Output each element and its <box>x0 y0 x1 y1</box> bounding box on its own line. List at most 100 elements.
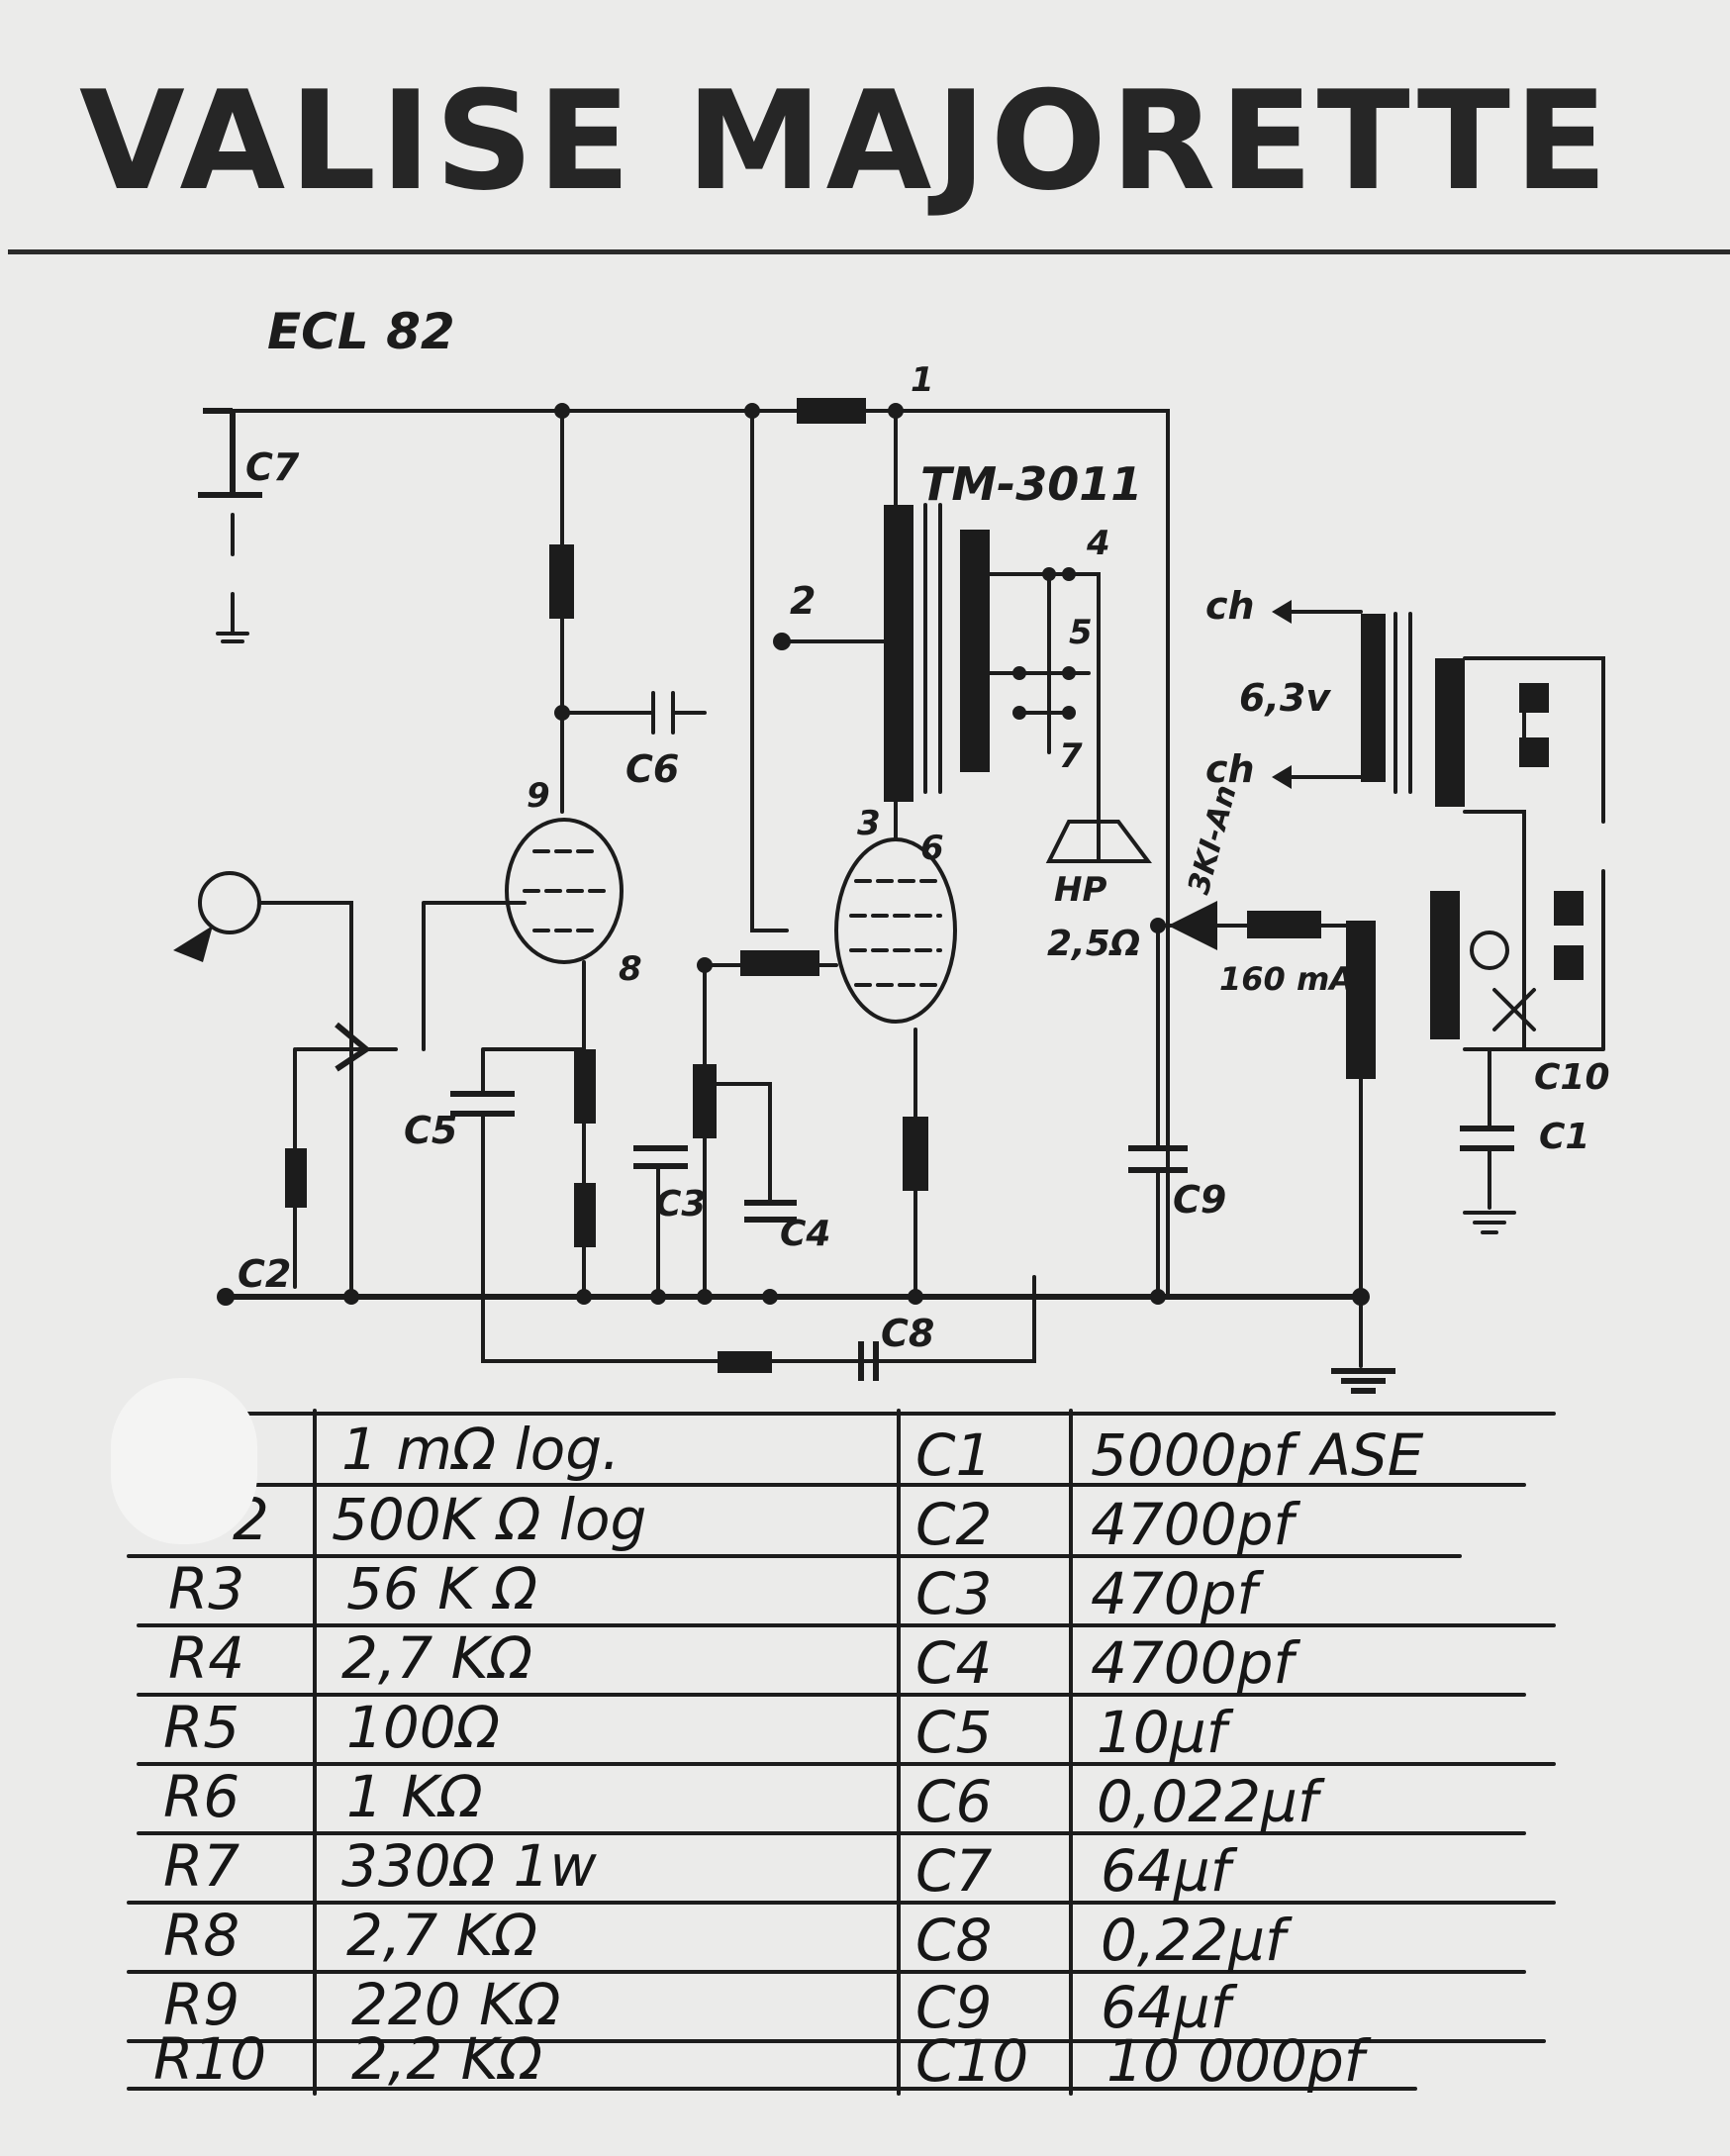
resistor-ref: R10 <box>153 2025 266 2093</box>
ground-icon-c1 <box>1463 1211 1516 1234</box>
capacitor-ref: C2 <box>915 1491 992 1558</box>
label-c2: C2 <box>238 1252 291 1296</box>
pin-3-label: 3 <box>857 804 881 843</box>
label-c6: C6 <box>625 747 679 791</box>
page-title: VALISE MAJORETTE <box>79 61 1612 221</box>
node <box>343 1289 359 1305</box>
mains-transformer-heater <box>1361 614 1386 782</box>
switch-block <box>1519 683 1549 713</box>
node <box>1042 567 1056 581</box>
wire-secondary <box>988 572 1101 863</box>
node <box>1150 1289 1166 1305</box>
pin-8-label: 8 <box>619 949 642 989</box>
triode-internals <box>523 849 606 932</box>
capacitor-c3 <box>633 1145 688 1169</box>
capacitor-ref: C1 <box>915 1421 992 1489</box>
label-c4: C4 <box>780 1214 830 1254</box>
mains-transformer-primary-2 <box>1430 891 1460 1039</box>
capacitor-value: 470pf <box>1091 1560 1265 1627</box>
resistor-r1 <box>285 1148 307 1208</box>
node <box>554 403 570 419</box>
c7-capacitor <box>198 408 262 498</box>
label-c9: C9 <box>1173 1178 1226 1222</box>
capacitor-c4 <box>744 1200 797 1223</box>
output-transformer-primary <box>884 505 913 802</box>
triode-tube <box>505 818 624 964</box>
ground-icon <box>1331 1368 1395 1394</box>
pin-2-label: 2 <box>790 579 816 623</box>
transformer-core <box>1394 612 1412 794</box>
capacitor-ref: C6 <box>915 1768 992 1835</box>
capacitor-ref: C5 <box>915 1699 992 1766</box>
mains-transformer-secondary <box>1346 921 1376 1079</box>
capacitor-ref: C4 <box>915 1629 992 1697</box>
speaker-icon <box>1045 820 1152 863</box>
heater-voltage-label: 6,3v <box>1239 676 1331 720</box>
capacitor-value: 0,022µf <box>1097 1768 1325 1835</box>
pin-9-label: 9 <box>527 776 550 816</box>
wire-c8 <box>874 1275 1036 1363</box>
resistor-r5 <box>574 1183 596 1247</box>
resistor-value: 2,2 KΩ <box>351 2025 542 2093</box>
label-c1: C10 <box>1534 1057 1610 1098</box>
node <box>908 1289 923 1305</box>
resistor-r8 <box>740 950 819 976</box>
node <box>1012 706 1026 720</box>
resistor-value: 1 KΩ <box>346 1763 483 1830</box>
resistor-ref: R3 <box>168 1555 244 1622</box>
wire-primary <box>780 409 898 643</box>
pin-6-label: 6 <box>920 829 944 868</box>
input-plug <box>173 926 213 962</box>
node <box>217 1288 235 1306</box>
wire-b-plus <box>231 409 1170 1299</box>
resistor-ref: R7 <box>163 1832 240 1900</box>
mains-switch <box>1463 656 1605 1051</box>
speaker-label: HP <box>1054 870 1106 910</box>
capacitor-c6 <box>560 691 707 735</box>
capacitor-value: 64µf <box>1101 1837 1238 1905</box>
resistor-value: 100Ω <box>346 1694 500 1761</box>
pin-1-label: 1 <box>911 360 934 400</box>
heater-arrow-top <box>1272 600 1292 624</box>
capacitor-c1 <box>1460 1126 1514 1151</box>
label-c1b: C1 <box>1539 1117 1589 1157</box>
capacitor-value: 10µf <box>1097 1699 1234 1766</box>
pin-7-label: 7 <box>1059 736 1083 776</box>
capacitor-ref: C7 <box>915 1837 992 1905</box>
capacitor-ref: C9 <box>915 1974 992 2041</box>
node <box>1352 1288 1370 1306</box>
resistor-ref: R9 <box>163 1971 240 2038</box>
node <box>1012 666 1026 680</box>
node <box>762 1289 778 1305</box>
pentode-internals <box>849 879 942 987</box>
capacitor-value: 64µf <box>1101 1974 1238 2041</box>
capacitor-value: 10 000pf <box>1106 2027 1372 2095</box>
transformer-label: TM-3011 <box>920 457 1142 511</box>
pin-4-label: 4 <box>1086 524 1110 563</box>
resistor-value: 1 mΩ log. <box>341 1416 620 1483</box>
heater-arrow-bottom <box>1272 765 1292 789</box>
tube-label: ECL 82 <box>267 303 455 360</box>
label-c3: C3 <box>655 1184 706 1225</box>
title-rule <box>8 249 1730 254</box>
resistor-r4 <box>574 1049 596 1124</box>
wire-c5 <box>481 1047 1036 1363</box>
wire-input <box>257 901 398 1299</box>
switch-block <box>1519 737 1549 767</box>
resistor-r10 <box>797 398 866 424</box>
node <box>697 1289 713 1305</box>
pin-2-terminal <box>773 633 791 650</box>
node <box>744 403 760 419</box>
switch-block <box>1554 891 1584 926</box>
capacitor-value: 4700pf <box>1091 1629 1300 1697</box>
table-grid <box>127 1409 1556 2096</box>
capacitor-ref: C10 <box>915 2027 1028 2095</box>
capacitor-value: 0,22µf <box>1101 1907 1293 1974</box>
resistor-value: 2,7 KΩ <box>346 1902 537 1969</box>
resistor-value: 500K Ω log <box>332 1486 646 1553</box>
resistor-r6 <box>693 1064 717 1138</box>
resistor-ref: R8 <box>163 1902 240 1969</box>
potentiometer <box>335 1022 372 1072</box>
resistor-ref: R5 <box>163 1694 240 1761</box>
